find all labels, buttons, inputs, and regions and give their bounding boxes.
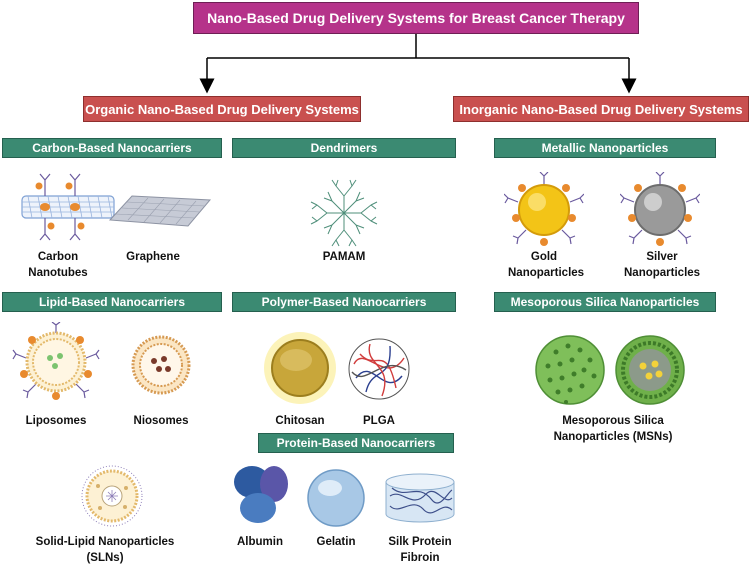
carbon-heading: Carbon-Based Nanocarriers [2, 138, 222, 158]
dendrimers-heading: Dendrimers [232, 138, 456, 158]
liposome-icon [12, 322, 100, 400]
organic-heading: Organic Nano-Based Drug Delivery Systems [83, 96, 361, 122]
silk-fibroin-icon [385, 473, 455, 523]
carbon-nanotubes-icon [21, 173, 115, 241]
polymer-heading: Polymer-Based Nanocarriers [232, 292, 456, 312]
mesoporous-silica-icon [535, 335, 685, 405]
gelatin-icon [307, 469, 365, 527]
silk-fibroin-label: Silk Protein Fibroin [388, 536, 452, 564]
gold-nanoparticles-label: Gold Nanoparticles [508, 251, 585, 279]
chitosan-label: Chitosan [275, 415, 325, 427]
albumin-label: Albumin [237, 536, 283, 548]
niosomes-label: Niosomes [133, 415, 189, 427]
protein-heading: Protein-Based Nanocarriers [258, 433, 454, 453]
carbon-nanotubes-label: Carbon Nanotubes [28, 251, 88, 279]
lipid-heading: Lipid-Based Nanocarriers [2, 292, 222, 312]
msns-label: Mesoporous Silica Nanoparticles (MSNs) [553, 415, 673, 443]
inorganic-heading: Inorganic Nano-Based Drug Delivery Syste… [453, 96, 749, 122]
diagram-title: Nano-Based Drug Delivery Systems for Bre… [193, 2, 639, 34]
metallic-heading: Metallic Nanoparticles [494, 138, 716, 158]
chitosan-icon [264, 332, 336, 404]
gold-nanoparticle-icon [504, 172, 584, 246]
pamam-dendrimer-icon [310, 179, 378, 247]
graphene-icon [108, 195, 212, 227]
liposomes-label: Liposomes [25, 415, 87, 427]
gelatin-label: Gelatin [316, 536, 356, 548]
plga-label: PLGA [363, 415, 395, 427]
silver-nanoparticles-label: Silver Nanoparticles [624, 251, 701, 279]
silica-heading: Mesoporous Silica Nanoparticles [494, 292, 716, 312]
pamam-label: PAMAM [322, 251, 366, 263]
slns-label: Solid-Lipid Nanoparticles (SLNs) [35, 536, 175, 564]
solid-lipid-nanoparticle-icon [81, 465, 143, 527]
graphene-label: Graphene [126, 251, 180, 263]
plga-icon [348, 338, 410, 400]
niosome-icon [131, 335, 191, 395]
albumin-icon [234, 466, 288, 523]
silver-nanoparticle-icon [620, 172, 700, 246]
